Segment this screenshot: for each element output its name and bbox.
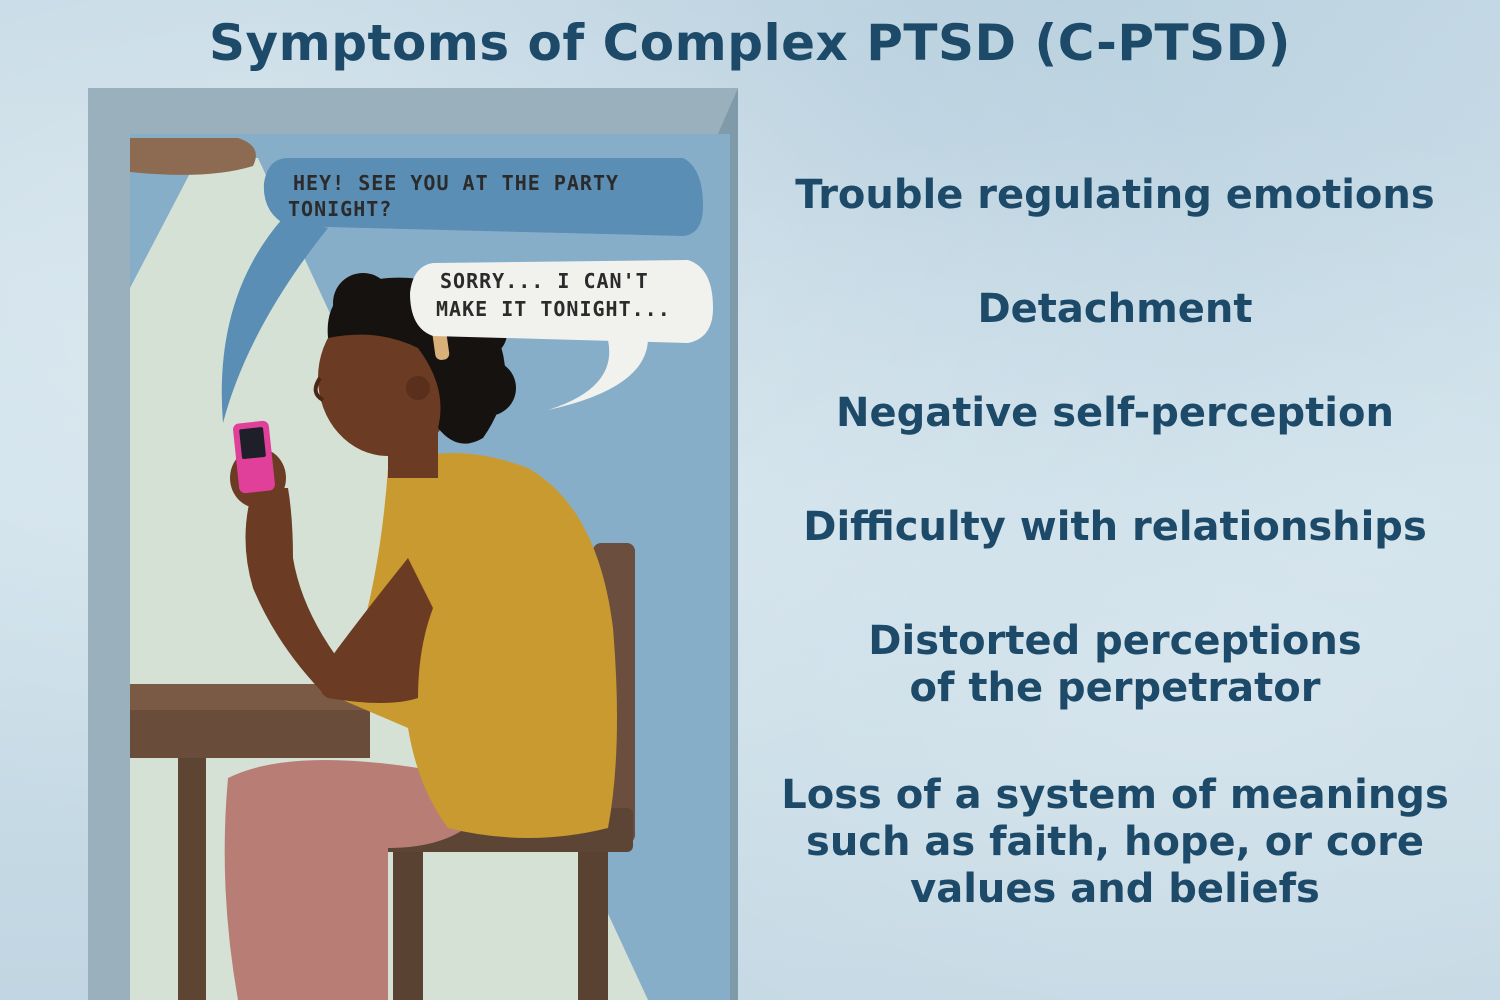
phone-screen (239, 427, 266, 460)
bubble-reply-line-1: SORRY... I CAN'T (440, 269, 649, 293)
speech-bubble-friend (263, 158, 703, 236)
chair-leg-right (578, 852, 608, 1000)
ear (406, 376, 430, 400)
lamp (130, 138, 256, 175)
nose (313, 376, 325, 402)
symptom-item: Detachment (977, 286, 1253, 332)
bubble-friend-line-2: TONIGHT? (288, 197, 392, 221)
pants (224, 760, 478, 1000)
bubble-friend-line-1: HEY! SEE YOU AT THE PARTY (293, 171, 619, 195)
bubble-reply-line-2: MAKE IT TONIGHT... (436, 297, 671, 321)
symptom-item: Negative self-perception (836, 390, 1394, 436)
symptom-item: Distorted perceptions of the perpetrator (868, 618, 1362, 711)
table-front (130, 710, 370, 758)
symptom-item: Difficulty with relationships (803, 504, 1427, 550)
forearm (245, 488, 353, 698)
illustration-woman-texting: HEY! SEE YOU AT THE PARTY TONIGHT? SORRY… (88, 88, 738, 1000)
shirt (338, 453, 617, 838)
arm (320, 558, 433, 703)
page-title: Symptoms of Complex PTSD (C-PTSD) (209, 14, 1291, 72)
symptom-item: Trouble regulating emotions (795, 172, 1435, 218)
symptom-item: Loss of a system of meanings such as fai… (781, 772, 1449, 912)
table-leg (178, 758, 206, 1000)
speech-bubble-reply (410, 260, 713, 343)
chair-leg-left (393, 852, 423, 1000)
